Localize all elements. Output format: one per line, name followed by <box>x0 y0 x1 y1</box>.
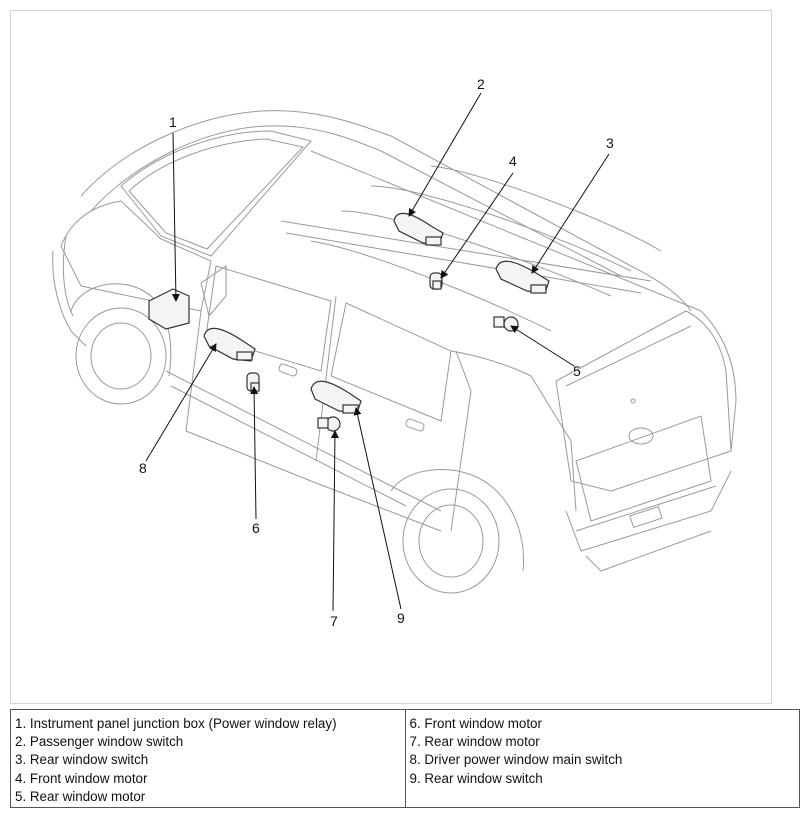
callout-3: 3 <box>606 135 614 151</box>
legend-item: 7. Rear window motor <box>409 734 540 750</box>
callout-2: 2 <box>477 76 485 92</box>
switch-9 <box>310 380 362 414</box>
callout-6: 6 <box>252 520 260 536</box>
legend-item: 6. Front window motor <box>409 716 542 731</box>
callout-9: 9 <box>397 610 405 626</box>
legend-item: 2. Passenger window switch <box>15 734 184 750</box>
components <box>148 212 550 432</box>
callout-4: 4 <box>509 153 517 169</box>
callout-5: 5 <box>573 363 581 379</box>
legend-column-left: 1. Instrument panel junction box (Power … <box>11 710 405 807</box>
legend-item: 9. Rear window switch <box>409 770 543 786</box>
leader-lines <box>145 92 610 612</box>
legend-table: 1. Instrument panel junction box (Power … <box>10 709 800 808</box>
junction-box <box>148 288 190 330</box>
legend-item: 5. Rear window motor <box>15 788 146 804</box>
legend-item: 8. Driver power window main switch <box>409 752 623 768</box>
callout-1: 1 <box>169 114 177 130</box>
legend-item: 3. Rear window switch <box>15 752 149 768</box>
motor-6 <box>246 372 260 392</box>
motor-4 <box>429 272 443 290</box>
motor-5 <box>493 316 519 332</box>
callout-8: 8 <box>139 460 147 476</box>
legend-column-right: 6. Front window motor 7. Rear window mot… <box>404 710 800 807</box>
switch-3 <box>495 260 550 294</box>
legend-item: 1. Instrument panel junction box (Power … <box>15 716 337 731</box>
switch-2 <box>393 212 444 246</box>
switch-8 <box>203 327 256 362</box>
vehicle-diagram: 1 2 3 4 5 6 7 8 9 <box>10 10 772 704</box>
callout-7: 7 <box>330 613 338 629</box>
motor-7 <box>317 416 341 432</box>
vehicle-outline-drawing <box>52 92 737 612</box>
legend-item: 4. Front window motor <box>15 770 148 786</box>
vehicle-body <box>52 110 737 594</box>
